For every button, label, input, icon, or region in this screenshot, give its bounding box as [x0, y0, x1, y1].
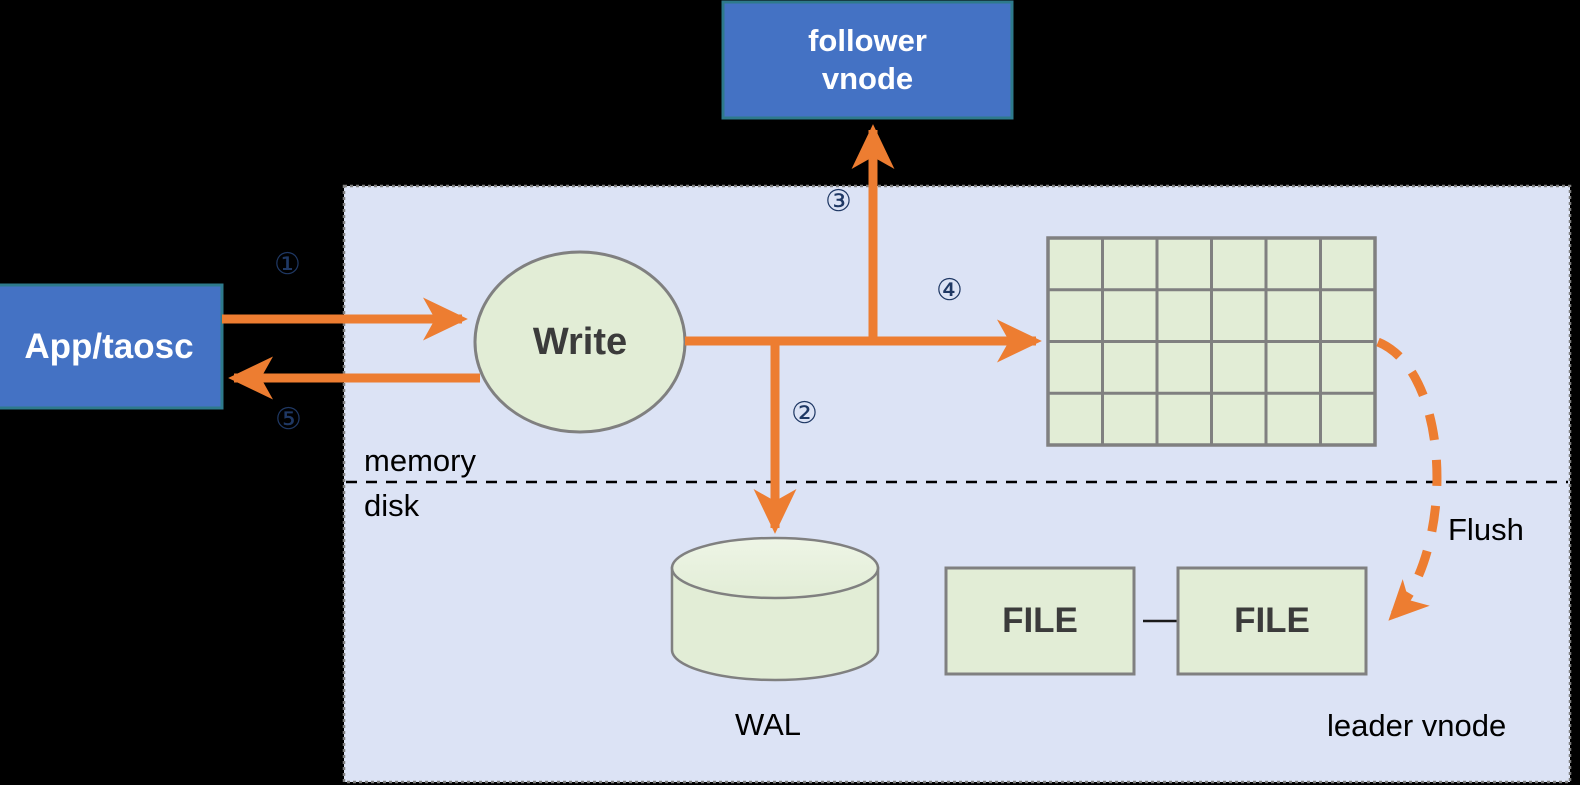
flush-label: Flush — [1448, 512, 1524, 548]
arrow-flush-curve — [1376, 337, 1442, 621]
file-box-left[interactable] — [944, 566, 1136, 676]
memory-label: memory — [364, 443, 476, 479]
memtable-grid[interactable] — [1046, 236, 1377, 447]
step-number-3: ③ — [825, 187, 852, 217]
file-box-right[interactable] — [1176, 566, 1368, 676]
step-number-4-glyph: ④ — [936, 274, 963, 307]
wal-caption-text: WAL — [735, 707, 802, 742]
disk-label-text: disk — [364, 488, 420, 523]
wal-cylinder[interactable] — [670, 536, 880, 682]
disk-label: disk — [364, 488, 419, 524]
write-ellipse[interactable] — [473, 250, 687, 434]
step-number-3-glyph: ③ — [825, 185, 852, 218]
memory-label-text: memory — [364, 443, 476, 478]
leader-vnode-caption: leader vnode — [1327, 708, 1506, 744]
step-number-2-glyph: ② — [791, 397, 818, 430]
app-taosc-box[interactable] — [0, 283, 224, 410]
step-number-4: ④ — [936, 276, 963, 306]
step-number-5: ⑤ — [275, 405, 302, 435]
follower-vnode-box[interactable] — [721, 0, 1014, 120]
leader-vnode-caption-text: leader vnode — [1327, 708, 1507, 743]
step-number-5-glyph: ⑤ — [275, 403, 302, 436]
step-number-1-glyph: ① — [274, 248, 301, 281]
step-number-2: ② — [791, 399, 818, 429]
flush-label-text: Flush — [1448, 512, 1524, 547]
step-number-1: ① — [274, 250, 301, 280]
wal-caption: WAL — [735, 707, 801, 743]
